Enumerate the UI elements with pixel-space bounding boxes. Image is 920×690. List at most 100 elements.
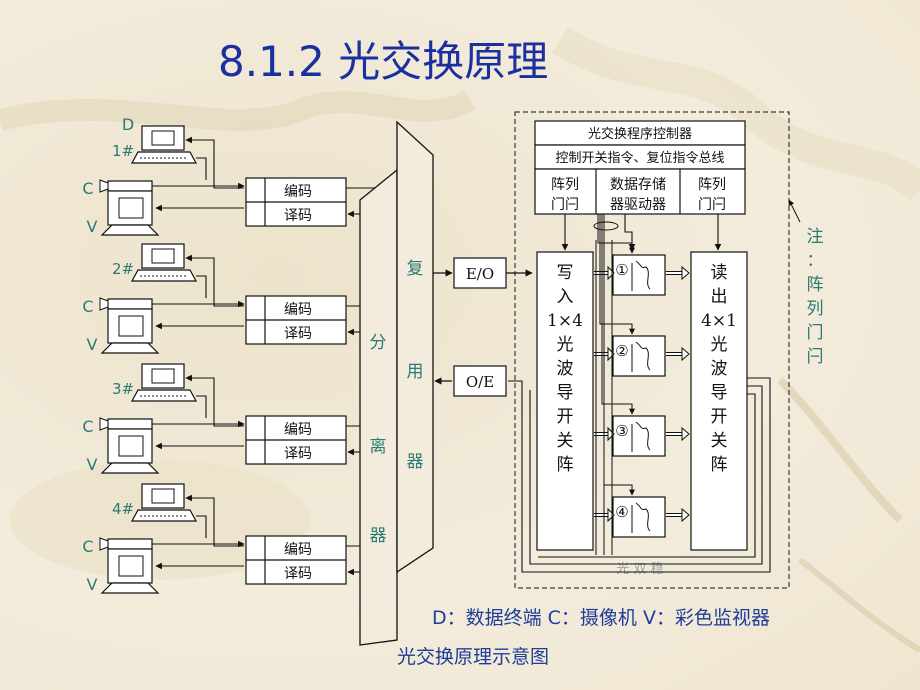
encoder-label: 编码 xyxy=(284,184,312,200)
encoder-label: 编码 xyxy=(284,542,312,558)
decoder-label: 译码 xyxy=(284,208,312,224)
note-char: 注 xyxy=(807,227,824,247)
monitor-label: V xyxy=(87,335,98,354)
memory-cell-3: ③ xyxy=(594,214,690,457)
oe-converter xyxy=(453,365,507,397)
controller-cells xyxy=(534,168,746,215)
read-switch-char: 开 xyxy=(711,407,728,427)
decoder-label: 译码 xyxy=(284,446,312,462)
memory-cell-1: ① xyxy=(594,214,690,296)
write-switch-char: 1×4 xyxy=(547,311,583,331)
demultiplexer xyxy=(359,168,398,646)
demultiplexer-char-3: 器 xyxy=(370,526,387,546)
terminal-label: D xyxy=(122,115,134,134)
latch-left-line2: 门闩 xyxy=(551,197,579,213)
camera-icon xyxy=(99,297,153,311)
latch-right-line2: 门闩 xyxy=(698,197,726,213)
note-char: ： xyxy=(807,251,824,271)
camera-icon xyxy=(99,417,153,431)
controller-bus: 控制开关指令、复位指令总线 xyxy=(555,151,724,166)
demultiplexer-char-1: 分 xyxy=(370,333,387,353)
controller-bus-box xyxy=(534,144,746,170)
write-switch-char: 写 xyxy=(557,263,574,283)
page-title: 8.1.2 光交换原理 xyxy=(218,37,549,86)
monitor-icon xyxy=(100,190,160,236)
multiplexer-char-1: 复 xyxy=(407,259,424,279)
read-switch-char: 阵 xyxy=(711,455,728,475)
read-switch-char: 4×1 xyxy=(701,311,737,331)
read-switch-char: 读 xyxy=(711,263,728,283)
driver-line2: 器驱动器 xyxy=(610,197,666,213)
eo-label: E/O xyxy=(466,265,494,283)
note-char: 门 xyxy=(807,323,824,343)
camera-icon xyxy=(99,179,153,193)
write-switch-char: 关 xyxy=(557,431,574,451)
write-switch-char: 导 xyxy=(557,383,574,403)
memory-cell-2: ② xyxy=(594,214,690,377)
oe-label: O/E xyxy=(466,373,494,391)
controller-title-box xyxy=(534,120,746,146)
encoder-label: 编码 xyxy=(284,302,312,318)
data-terminal-icon xyxy=(130,125,198,164)
memory-number: ① xyxy=(615,261,628,279)
memory-number: ③ xyxy=(615,422,628,440)
encoder-label: 编码 xyxy=(284,422,312,438)
data-terminal-icon xyxy=(130,483,198,522)
camera-label: C xyxy=(82,179,93,198)
write-switch-char: 入 xyxy=(557,287,574,307)
camera-label: C xyxy=(82,297,93,316)
camera-icon xyxy=(99,537,153,551)
note-char: 列 xyxy=(807,299,824,319)
write-switch-char: 光 xyxy=(557,335,574,355)
data-terminal-icon xyxy=(130,243,198,282)
optical-switch-boundary xyxy=(514,111,790,589)
memory-number: ② xyxy=(615,342,628,360)
note-char: 闩 xyxy=(807,347,824,367)
data-terminal-icon xyxy=(130,363,198,402)
terminal-number: 1# xyxy=(112,142,134,160)
memory-cell-4: ④ xyxy=(594,214,690,538)
terminal-number: 2# xyxy=(112,260,134,278)
monitor-icon xyxy=(100,428,160,474)
read-switch-array xyxy=(690,251,748,551)
monitor-label: V xyxy=(87,575,98,594)
write-switch-char: 阵 xyxy=(557,455,574,475)
read-switch-char: 出 xyxy=(711,287,728,307)
note-char: 阵 xyxy=(807,275,824,295)
multiplexer-char-3: 器 xyxy=(407,452,424,472)
driver-line1: 数据存储 xyxy=(610,177,666,193)
decoder-label: 译码 xyxy=(284,326,312,342)
monitor-icon xyxy=(100,308,160,354)
memory-cells: ① ② ③ ④ xyxy=(594,214,690,555)
monitor-icon xyxy=(100,548,160,594)
legend: D：数据终端 C：摄像机 V：彩色监视器 xyxy=(432,607,770,629)
write-switch-array xyxy=(536,251,594,551)
read-switch-char: 波 xyxy=(711,359,728,379)
bistable-label: 光 双 稳 xyxy=(616,561,663,577)
monitor-label: V xyxy=(87,217,98,236)
decoder-label: 译码 xyxy=(284,566,312,582)
camera-label: C xyxy=(82,417,93,436)
write-switch-char: 波 xyxy=(557,359,574,379)
demultiplexer-char-2: 离 xyxy=(370,437,387,457)
memory-number: ④ xyxy=(615,503,628,521)
multiplexer xyxy=(396,120,434,574)
controller-title: 光交换程序控制器 xyxy=(588,126,692,142)
multiplexer-char-2: 用 xyxy=(407,362,424,382)
latch-right-line1: 阵列 xyxy=(698,177,726,193)
latch-left-line1: 阵列 xyxy=(551,177,579,193)
monitor-label: V xyxy=(87,455,98,474)
terminal-number: 3# xyxy=(112,380,134,398)
figure-caption: 光交换原理示意图 xyxy=(397,646,549,668)
camera-label: C xyxy=(82,537,93,556)
